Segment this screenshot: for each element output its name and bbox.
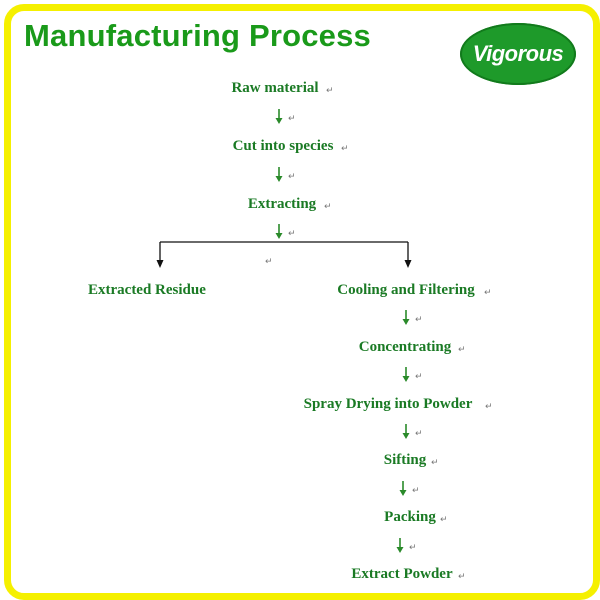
step-extracted-residue: Extracted Residue bbox=[88, 282, 206, 298]
down-arrow-icon bbox=[275, 224, 283, 239]
return-mark: ↵ bbox=[415, 372, 423, 382]
step-concentrating: Concentrating bbox=[358, 339, 452, 355]
down-arrow-icon bbox=[402, 424, 410, 439]
down-arrow-icon bbox=[275, 167, 283, 182]
return-mark: ↵ bbox=[326, 86, 334, 96]
return-mark: ↵ bbox=[324, 202, 332, 212]
step-cooling-and-filtering: Cooling and Filtering bbox=[337, 282, 475, 298]
return-mark: ↵ bbox=[288, 114, 296, 124]
return-mark: ↵ bbox=[431, 458, 439, 468]
return-mark: ↵ bbox=[458, 345, 466, 355]
yellow-frame bbox=[4, 4, 600, 600]
page-title: Manufacturing Process bbox=[24, 18, 372, 53]
return-mark: ↵ bbox=[485, 402, 493, 412]
down-arrow-icon bbox=[399, 481, 407, 496]
return-mark: ↵ bbox=[341, 144, 349, 154]
step-extracting: Extracting bbox=[247, 196, 317, 212]
down-arrow-icon bbox=[402, 367, 410, 382]
return-mark: ↵ bbox=[484, 288, 492, 298]
return-mark: ↵ bbox=[415, 315, 423, 325]
logo-text: Vigorous bbox=[472, 41, 564, 66]
return-mark: ↵ bbox=[288, 229, 296, 239]
down-arrow-icon bbox=[402, 310, 410, 325]
step-sifting: Sifting bbox=[383, 452, 427, 468]
return-mark: ↵ bbox=[458, 572, 466, 582]
step-packing: Packing bbox=[384, 509, 436, 525]
return-mark: ↵ bbox=[409, 543, 417, 553]
down-arrow-icon bbox=[396, 538, 404, 553]
return-mark: ↵ bbox=[440, 515, 448, 525]
return-mark: ↵ bbox=[265, 257, 273, 267]
down-arrow-icon bbox=[275, 109, 283, 124]
return-mark: ↵ bbox=[415, 429, 423, 439]
vigorous-logo: Vigorous bbox=[460, 23, 576, 85]
step-spray-drying: Spray Drying into Powder bbox=[303, 396, 473, 412]
step-raw-material: Raw material bbox=[231, 80, 319, 96]
return-mark: ↵ bbox=[412, 486, 420, 496]
return-mark: ↵ bbox=[288, 172, 296, 182]
step-extract-powder: Extract Powder bbox=[351, 566, 453, 582]
step-cut-into-species: Cut into species bbox=[232, 138, 334, 154]
